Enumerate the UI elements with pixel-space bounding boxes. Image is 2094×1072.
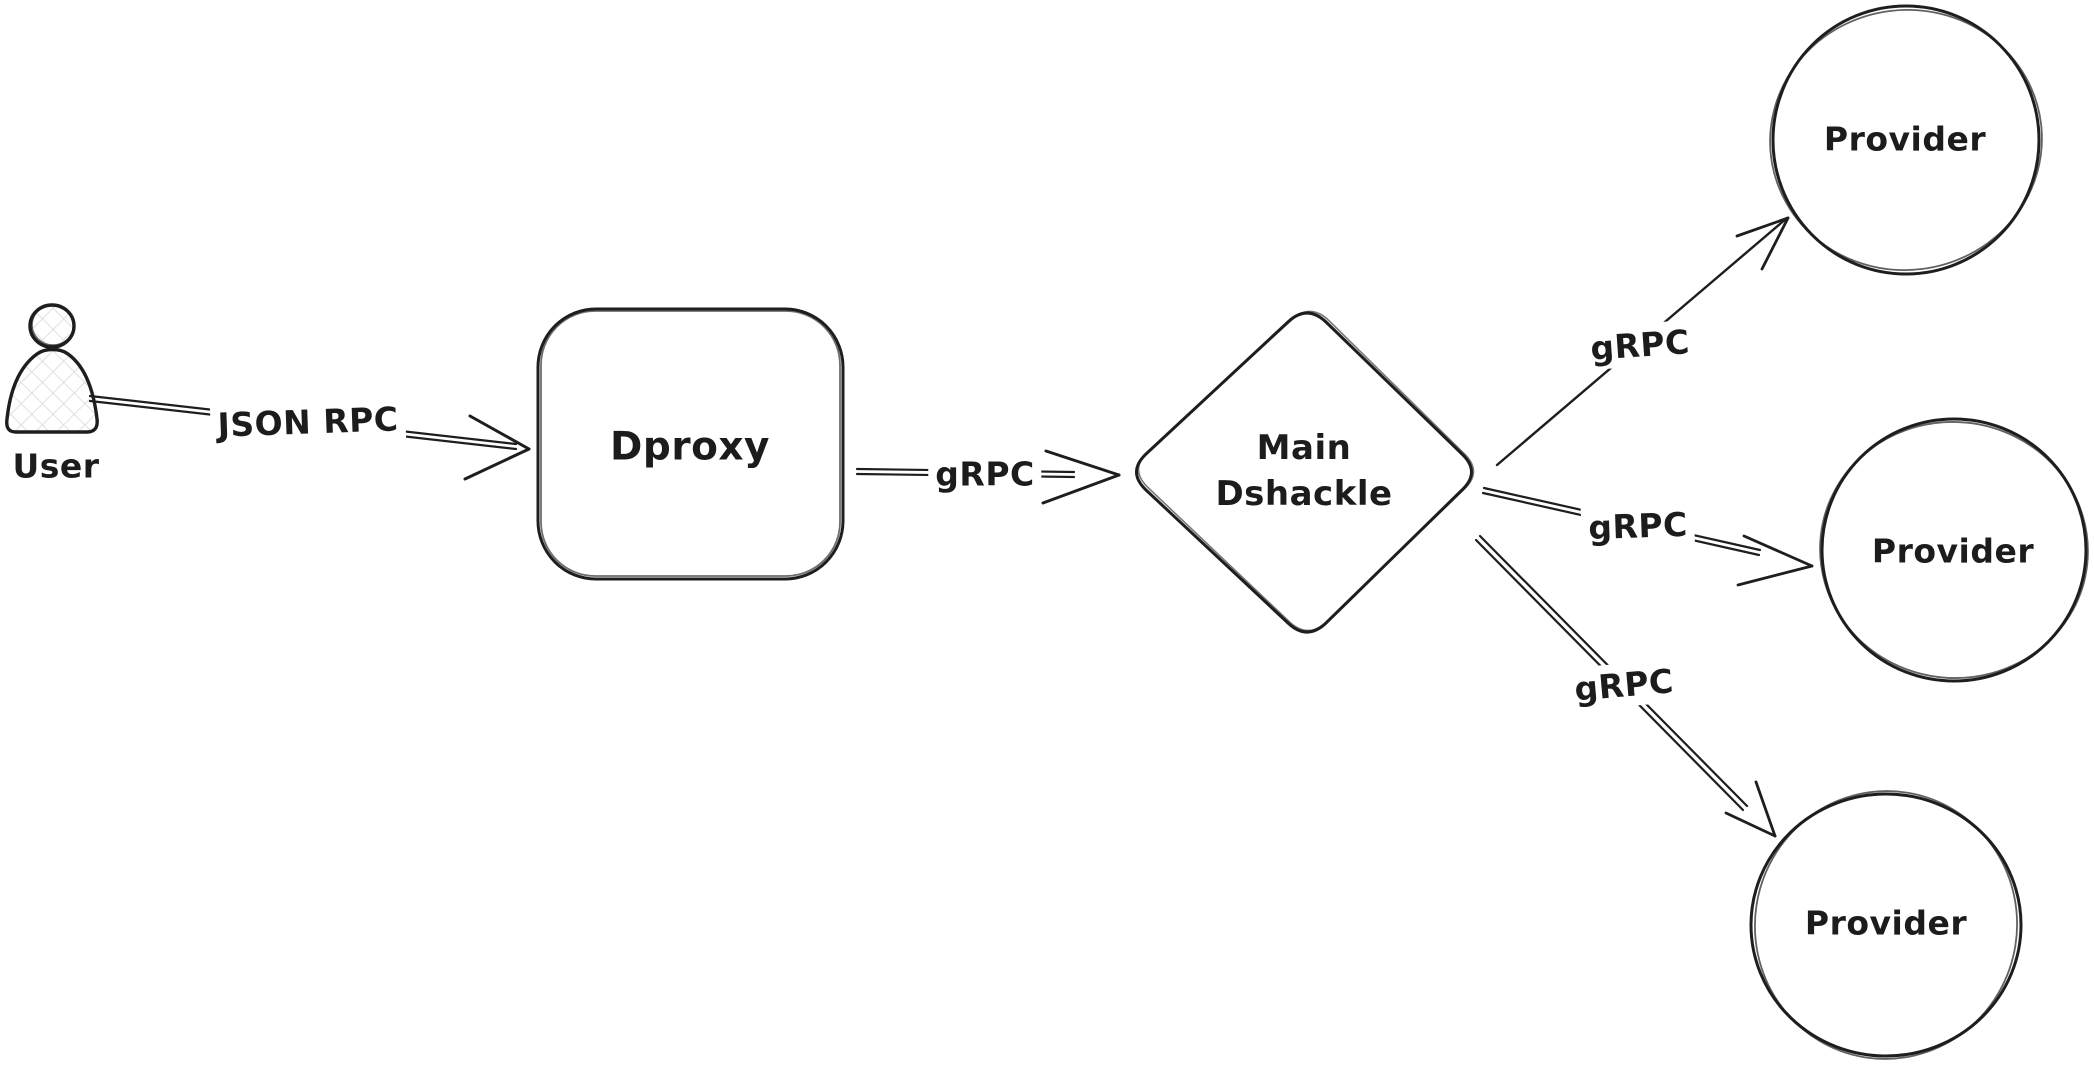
edge-label-json-rpc: JSON RPC (209, 397, 407, 447)
node-label-dproxy: Dproxy (610, 424, 770, 470)
node-main-dshackle-shape (1135, 310, 1475, 634)
edge-label-grpc-provider-middle: gRPC (1580, 502, 1696, 550)
node-label-provider-middle: Provider (1871, 531, 2035, 571)
node-provider-middle-shape (1819, 417, 2089, 683)
user-person-icon (5, 303, 99, 434)
node-label-main-dshackle-line2: Dshackle (1215, 474, 1393, 514)
user-label: User (12, 446, 100, 486)
node-label-provider-bottom: Provider (1804, 903, 1968, 943)
edge-label-grpc-dproxy-dshackle: gRPC (928, 452, 1042, 496)
node-provider-top-shape (1769, 4, 2043, 276)
node-label-main-dshackle-line1: Main (1256, 428, 1352, 468)
node-label-provider-top: Provider (1823, 119, 1987, 159)
node-provider-bottom-shape (1749, 790, 2023, 1060)
node-label-main-dshackle: Main Dshackle (1215, 425, 1392, 517)
node-dproxy-shape (536, 307, 845, 581)
edge-label-grpc-provider-top: gRPC (1581, 319, 1699, 371)
